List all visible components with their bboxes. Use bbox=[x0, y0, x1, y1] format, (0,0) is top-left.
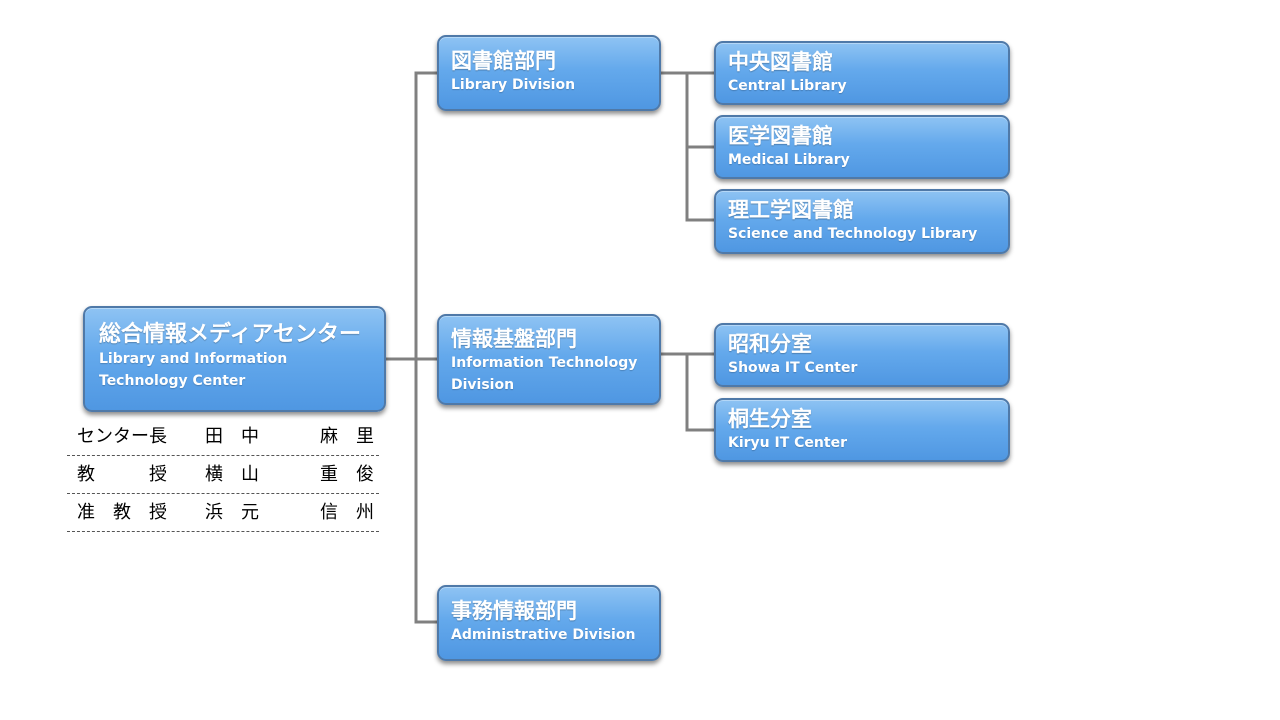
staff-surname: 田 中 bbox=[205, 426, 259, 447]
showa-it-center-name-en: Showa IT Center bbox=[728, 360, 858, 376]
staff-given-name: 重 俊 bbox=[320, 464, 374, 485]
staff-given-name: 麻 里 bbox=[320, 426, 374, 447]
staff-title: センター長 bbox=[77, 426, 167, 447]
admin-division-name-en: Administrative Division bbox=[451, 627, 636, 643]
staff-row: センター長 田 中 麻 里 bbox=[67, 418, 379, 456]
science-library-node: 理工学図書館 Science and Technology Library bbox=[714, 189, 1010, 254]
library-division-name-jp: 図書館部門 bbox=[451, 49, 556, 73]
admin-division-name-jp: 事務情報部門 bbox=[451, 599, 577, 623]
medical-library-node: 医学図書館 Medical Library bbox=[714, 115, 1010, 179]
staff-surname: 浜 元 bbox=[205, 502, 259, 523]
library-division-name-en: Library Division bbox=[451, 77, 576, 93]
root-node: 総合情報メディアセンター Library and Information Tec… bbox=[83, 306, 386, 412]
staff-row: 准 教 授 浜 元 信 州 bbox=[67, 494, 379, 532]
central-library-name-en: Central Library bbox=[728, 78, 847, 94]
medical-library-name-en: Medical Library bbox=[728, 152, 850, 168]
it-division-name-en: Information Technology Division bbox=[451, 355, 638, 393]
central-library-name-jp: 中央図書館 bbox=[728, 50, 833, 74]
staff-title: 准 教 授 bbox=[77, 502, 167, 523]
admin-division-node: 事務情報部門 Administrative Division bbox=[437, 585, 661, 661]
kiryu-it-center-name-jp: 桐生分室 bbox=[728, 407, 812, 431]
root-name-en: Library and Information Technology Cente… bbox=[99, 351, 288, 389]
staff-row: 教 授 横 山 重 俊 bbox=[67, 456, 379, 494]
medical-library-name-jp: 医学図書館 bbox=[728, 124, 833, 148]
kiryu-it-center-name-en: Kiryu IT Center bbox=[728, 435, 847, 451]
staff-surname: 横 山 bbox=[205, 464, 259, 485]
staff-list: センター長 田 中 麻 里 教 授 横 山 重 俊 准 教 授 浜 元 信 州 bbox=[67, 418, 379, 532]
staff-given-name: 信 州 bbox=[320, 502, 374, 523]
kiryu-it-center-node: 桐生分室 Kiryu IT Center bbox=[714, 398, 1010, 462]
root-name-jp: 総合情報メディアセンター bbox=[99, 322, 362, 347]
science-library-name-en: Science and Technology Library bbox=[728, 226, 978, 242]
staff-title: 教 授 bbox=[77, 464, 167, 485]
it-division-node: 情報基盤部門 Information Technology Division bbox=[437, 314, 661, 405]
library-division-node: 図書館部門 Library Division bbox=[437, 35, 661, 111]
science-library-name-jp: 理工学図書館 bbox=[728, 198, 854, 222]
showa-it-center-name-jp: 昭和分室 bbox=[728, 332, 812, 356]
central-library-node: 中央図書館 Central Library bbox=[714, 41, 1010, 105]
showa-it-center-node: 昭和分室 Showa IT Center bbox=[714, 323, 1010, 387]
it-division-name-jp: 情報基盤部門 bbox=[451, 327, 577, 351]
